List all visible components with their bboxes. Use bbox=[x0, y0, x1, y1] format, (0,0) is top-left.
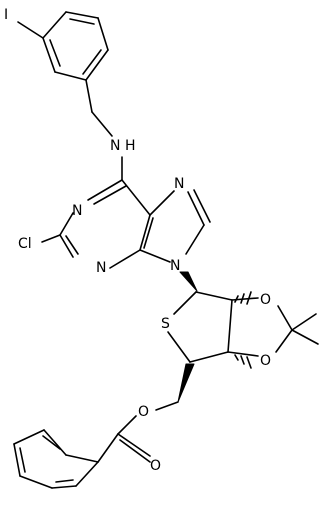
o-lower-dioxolane-label: O bbox=[260, 353, 271, 369]
o-carbonyl-label: O bbox=[150, 458, 161, 474]
benzyl-ch2-bond bbox=[85, 79, 93, 113]
carbonyl-ring-bond bbox=[97, 433, 119, 463]
c2-cl-bond bbox=[41, 234, 61, 243]
n-bottom-ring-label: N bbox=[96, 260, 106, 276]
o-upper-dioxolane-label: O bbox=[260, 292, 271, 308]
carbonyl-double-1 bbox=[117, 433, 151, 457]
c4-c5-wedge bbox=[177, 363, 195, 403]
amine-n-label: N bbox=[110, 138, 120, 154]
n9-c1-wedge bbox=[179, 271, 198, 292]
sulfur-label: S bbox=[161, 316, 170, 332]
pyrimidine-ring bbox=[59, 179, 154, 269]
thiolane-ring bbox=[167, 291, 233, 363]
n-ribose-label: N bbox=[170, 258, 180, 274]
dioxolane-ring bbox=[227, 297, 319, 357]
stereo-hash-bonds bbox=[234, 291, 252, 369]
iodine-label: I bbox=[4, 7, 8, 23]
n-top-right-label: N bbox=[174, 176, 184, 192]
carbonyl-double-2 bbox=[119, 439, 151, 463]
imidazole-ring bbox=[139, 189, 211, 263]
o-carbonyl-c-bond bbox=[117, 415, 137, 435]
amine-h-label: H bbox=[125, 138, 136, 154]
o-ester-label: O bbox=[138, 404, 149, 420]
c5-o-bond bbox=[155, 401, 179, 411]
ch2-nh-bond bbox=[91, 111, 113, 137]
benzoyl-ring bbox=[13, 429, 99, 489]
n-left-ring-label: N bbox=[72, 203, 82, 219]
iodophenyl-ring bbox=[17, 11, 109, 81]
chlorine-label: Cl bbox=[18, 236, 32, 252]
